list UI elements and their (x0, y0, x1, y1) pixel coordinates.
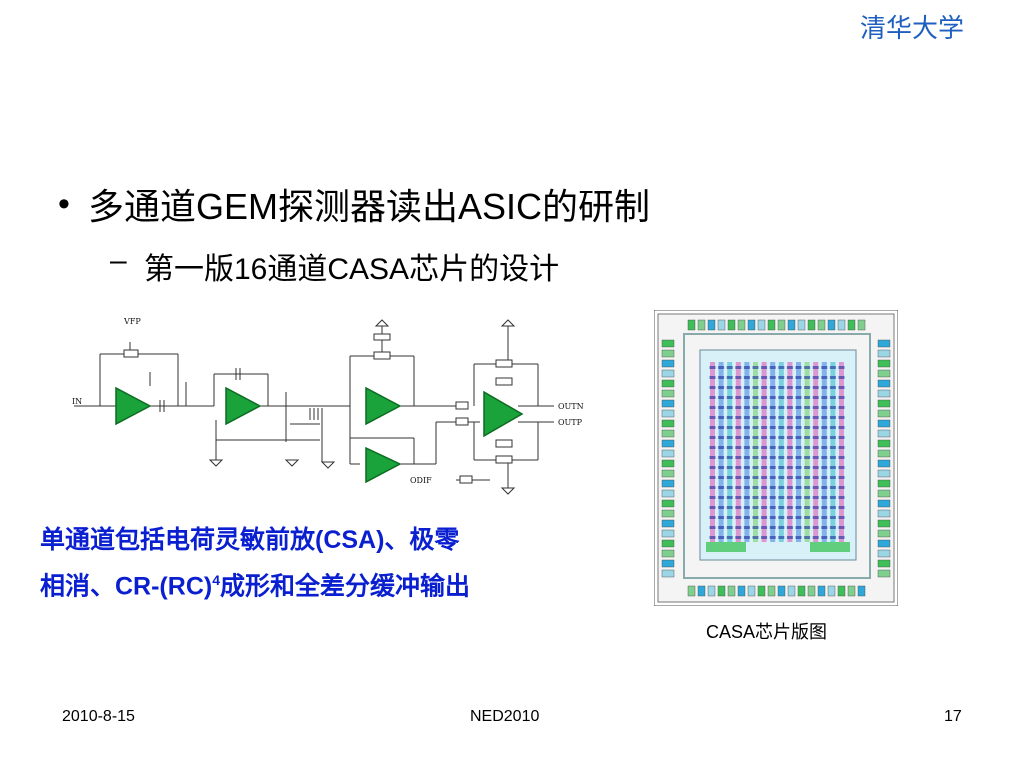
channel-description-line2: 相消、CR-(RC)4成形和全差分缓冲输出 (40, 560, 620, 606)
chip-layout-image (654, 310, 898, 606)
ground-icons (208, 319, 516, 495)
circuit-wires (74, 326, 554, 488)
sub-bullet-text: 第一版16通道CASA芯片的设计 (144, 253, 560, 286)
label-odif: ODIF (410, 476, 432, 485)
label-outp: OUTP (558, 418, 583, 427)
sub-bullet-dash: – (110, 244, 127, 277)
line2-post: 成形和全差分缓冲输出 (220, 572, 471, 601)
output-amplifier-icon (483, 390, 524, 438)
bullet-text: 多通道GEM探测器读出ASIC的研制 (88, 186, 651, 227)
chip-core (699, 349, 857, 561)
line2-pre: 相消、CR-(RC) (40, 572, 213, 601)
organization-label: 清华大学 (860, 13, 965, 43)
bullet-dot: • (58, 184, 70, 223)
chip-core-columns (706, 362, 850, 552)
label-in: IN (72, 397, 82, 406)
sub-bullet-item: – 第一版16通道CASA芯片的设计 (110, 244, 559, 288)
amplifier-icons (115, 386, 524, 484)
shaper-amplifier-icon (225, 386, 262, 426)
footer-conference: NED2010 (470, 708, 540, 725)
bullet-item: • 多通道GEM探测器读出ASIC的研制 (58, 178, 650, 230)
channel-description-line1: 单通道包括电荷灵敏前放(CSA)、极零 (40, 526, 460, 554)
circuit-schematic: VFP IN OUTN OUTP ODIF (72, 317, 584, 495)
cmfb-amplifier-icon (365, 446, 402, 484)
circuit-components (123, 333, 513, 484)
footer-date: 2010-8-15 (62, 708, 135, 725)
label-outn: OUTN (558, 402, 584, 411)
csa-amplifier-icon (115, 386, 152, 426)
label-vfp: VFP (123, 317, 141, 326)
layout-caption: CASA芯片版图 (706, 622, 828, 642)
chip-pads (661, 319, 891, 597)
line2-sup: 4 (212, 572, 220, 588)
channel-description: 单通道包括电荷灵敏前放(CSA)、极零 相消、CR-(RC)4成形和全差分缓冲输… (40, 520, 620, 606)
buffer-amplifier-icon (365, 386, 402, 426)
footer-page-number: 17 (944, 708, 962, 725)
